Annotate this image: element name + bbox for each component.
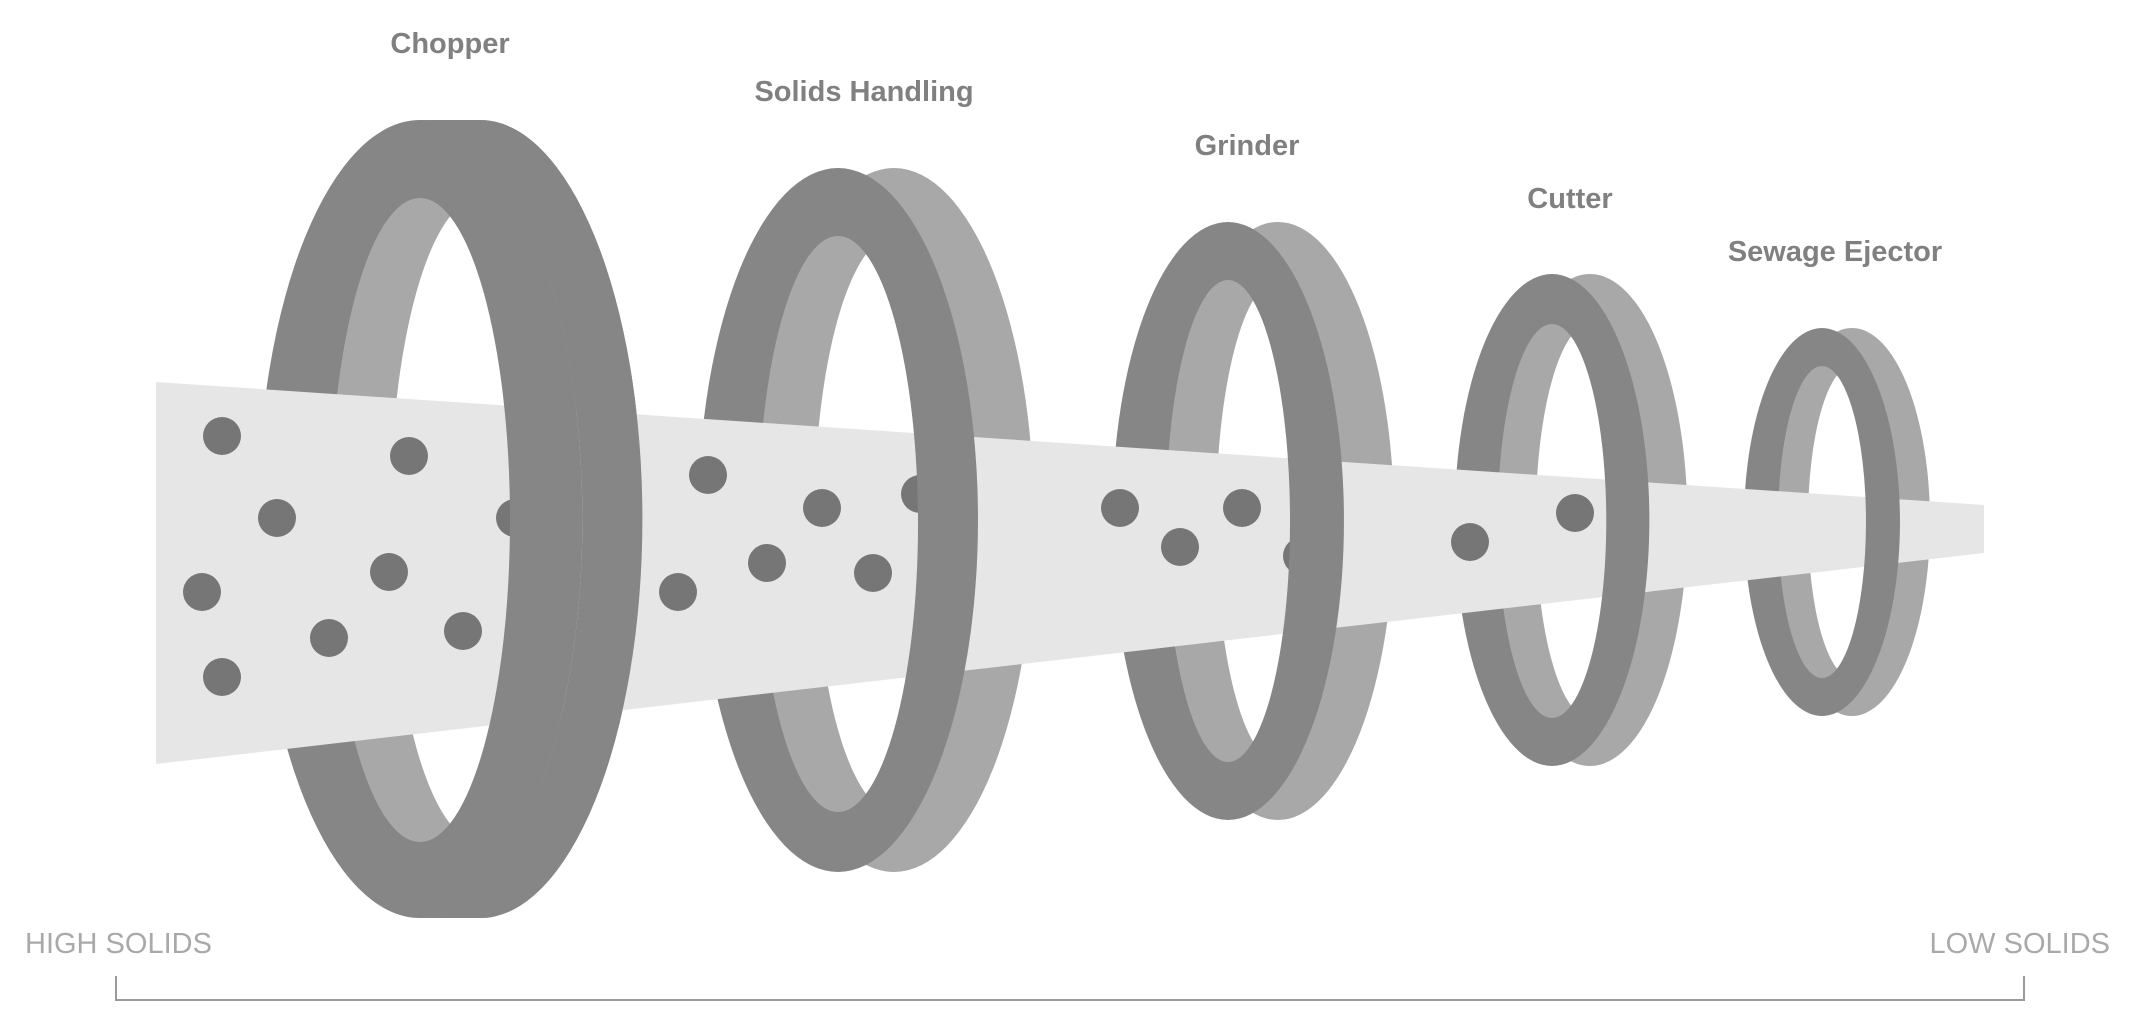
particle [1101, 489, 1139, 527]
particle [258, 499, 296, 537]
particle [1223, 489, 1261, 527]
solid-particles [183, 417, 1594, 696]
particle [689, 456, 727, 494]
particle [370, 553, 408, 591]
ring-grinder-front-arc [1228, 222, 1344, 820]
ring-cutter-front-arc [1552, 274, 1650, 766]
particle [803, 489, 841, 527]
scale-bracket [115, 976, 2025, 1001]
ring-title-cutter: Cutter [1527, 183, 1612, 215]
ring-solids-handling-front-arc [838, 168, 978, 872]
scale-label-high-solids: HIGH SOLIDS [25, 928, 212, 960]
ring-cutter-back [1454, 273, 1688, 766]
particle [1161, 528, 1199, 566]
ring-title-sewage-ejector: Sewage Ejector [1728, 236, 1942, 268]
particle [310, 619, 348, 657]
ring-sewage-ejector-back [1744, 327, 1931, 716]
particle [854, 554, 892, 592]
particle [203, 658, 241, 696]
particle [203, 417, 241, 455]
ring-grinder-back [1112, 221, 1395, 820]
particle [444, 612, 482, 650]
particle [1556, 494, 1594, 532]
particle [390, 437, 428, 475]
scale-label-low-solids: LOW SOLIDS [1930, 928, 2111, 960]
particle [748, 544, 786, 582]
ring-title-solids-handling: Solids Handling [754, 76, 973, 108]
ring-chopper-front-arc [420, 120, 583, 918]
ring-sewage-ejector-front-arc [1822, 328, 1900, 716]
ring-title-grinder: Grinder [1195, 130, 1300, 162]
solids-stream [156, 382, 1984, 764]
particle [1451, 523, 1489, 561]
ring-title-chopper: Chopper [390, 28, 509, 60]
particle [659, 573, 697, 611]
particle [183, 573, 221, 611]
ring-chopper-front [420, 120, 643, 918]
